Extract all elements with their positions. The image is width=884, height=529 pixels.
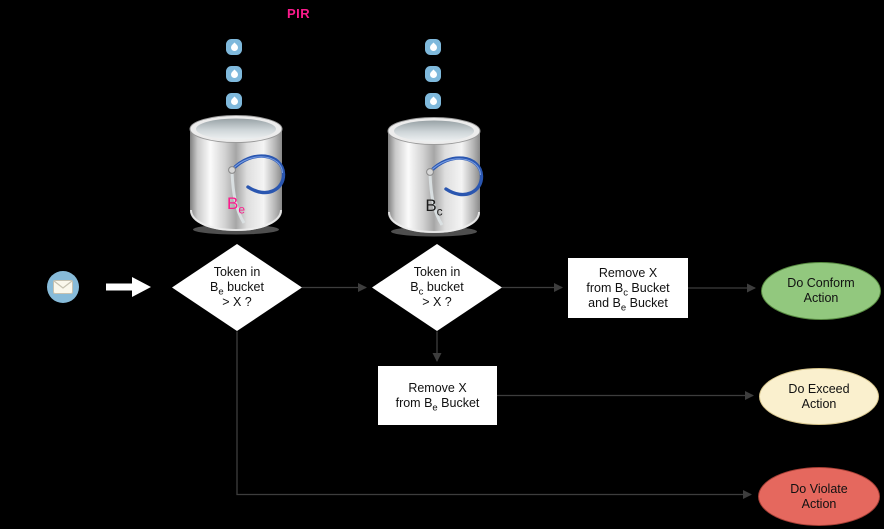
water-drop-icon — [425, 66, 441, 82]
bucket-icon — [387, 117, 484, 237]
bucket-bc-label: Bc — [425, 196, 443, 219]
bucket-be: Be — [186, 112, 286, 236]
water-drop-icon — [226, 93, 242, 109]
envelope-icon — [47, 271, 79, 303]
input-flow-arrow — [106, 277, 151, 297]
water-drop-icon — [226, 39, 242, 55]
bucket-bc: Bc — [384, 114, 484, 238]
connector-d1-to-violate — [236, 331, 752, 499]
water-drop-icon — [226, 66, 242, 82]
bucket-be-label: Be — [226, 194, 246, 217]
water-drop-icon — [425, 93, 441, 109]
bucket-icon — [189, 115, 286, 235]
water-drop-icon — [425, 39, 441, 55]
pir-rate-label: PIR — [287, 6, 311, 21]
